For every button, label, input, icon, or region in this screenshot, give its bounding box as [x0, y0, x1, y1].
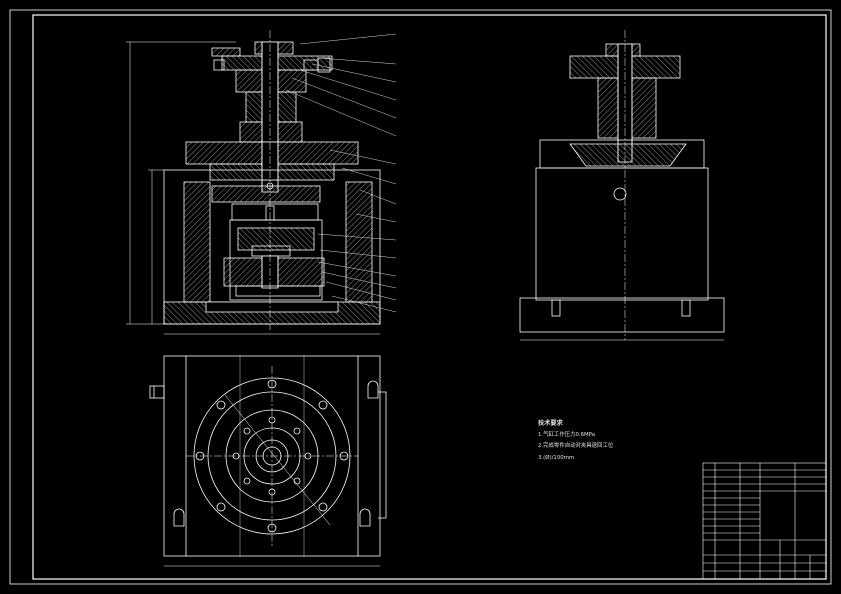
part-leader-lines: [285, 33, 397, 313]
front-section-view: [126, 30, 381, 335]
top-view: [149, 355, 387, 567]
sheet-border: [9, 9, 832, 585]
requirement-item: 2.完成零件自动对夹具退回工位: [538, 443, 614, 449]
side-view: [519, 30, 725, 341]
technical-requirements-title: 技术要求: [538, 420, 563, 427]
title-block: [702, 462, 827, 580]
requirement-item: 1.气缸工作压力0.6MPa: [538, 431, 596, 438]
requirement-item: 3.(Ø)/100mm: [538, 454, 575, 461]
technical-requirements: 技术要求 1.气缸工作压力0.6MPa 2.完成零件自动对夹具退回工位 3.(Ø…: [538, 418, 613, 464]
